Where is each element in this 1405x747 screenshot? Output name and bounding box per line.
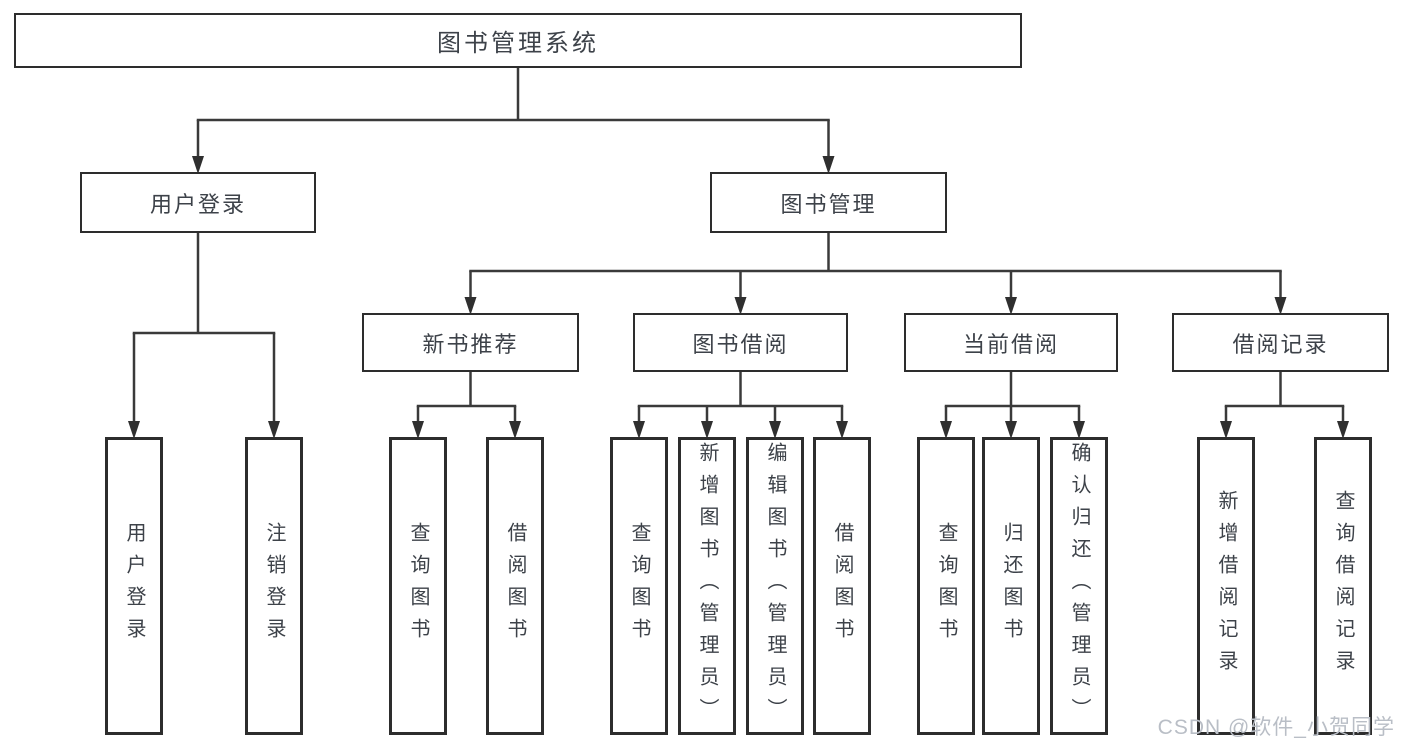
- node-book-borrow: 图书借阅: [633, 313, 848, 372]
- node-leaf-confirm-return: 确认归还（管理员）: [1050, 437, 1108, 735]
- node-label: 用户登录: [149, 191, 246, 217]
- node-label: 借阅图书: [831, 522, 853, 650]
- node-current-borrow: 当前借阅: [904, 313, 1118, 372]
- node-user-login: 用户登录: [80, 172, 316, 233]
- node-leaf-query-books-1: 查询图书: [389, 437, 447, 735]
- node-leaf-borrow-books-1: 借阅图书: [486, 437, 544, 735]
- node-label: 查询借阅记录: [1332, 490, 1354, 682]
- node-leaf-user-login: 用户登录: [105, 437, 163, 735]
- node-label: 归还图书: [1000, 522, 1022, 650]
- node-label: 图书管理: [780, 191, 877, 217]
- node-label: 借阅图书: [504, 522, 526, 650]
- node-label: 查询图书: [935, 522, 957, 650]
- node-label: 查询图书: [407, 522, 429, 650]
- node-leaf-add-books: 新增图书（管理员）: [678, 437, 736, 735]
- watermark: CSDN @软件_小贺同学: [1157, 716, 1395, 739]
- node-label: 用户登录: [123, 522, 145, 650]
- node-borrow-records: 借阅记录: [1172, 313, 1389, 372]
- node-label: 新增图书（管理员）: [696, 442, 718, 730]
- node-label: 查询图书: [628, 522, 650, 650]
- node-label: 确认归还（管理员）: [1068, 442, 1090, 730]
- node-leaf-borrow-books-2: 借阅图书: [813, 437, 871, 735]
- node-label: 图书借阅: [692, 331, 789, 357]
- node-leaf-logout: 注销登录: [245, 437, 303, 735]
- node-root: 图书管理系统: [14, 13, 1022, 68]
- node-label: 编辑图书（管理员）: [764, 442, 786, 730]
- node-label: 图书管理系统: [437, 30, 599, 57]
- node-label: 注销登录: [263, 522, 285, 650]
- node-leaf-query-borrow-record: 查询借阅记录: [1314, 437, 1372, 735]
- node-leaf-return-books: 归还图书: [982, 437, 1040, 735]
- node-leaf-query-books-2: 查询图书: [610, 437, 668, 735]
- node-leaf-edit-books: 编辑图书（管理员）: [746, 437, 804, 735]
- node-new-book-rec: 新书推荐: [362, 313, 579, 372]
- node-label: 新书推荐: [422, 331, 519, 357]
- node-label: 借阅记录: [1232, 331, 1329, 357]
- node-leaf-query-books-3: 查询图书: [917, 437, 975, 735]
- node-label: 新增借阅记录: [1215, 490, 1237, 682]
- node-label: 当前借阅: [962, 331, 1059, 357]
- node-leaf-add-borrow-record: 新增借阅记录: [1197, 437, 1255, 735]
- node-book-mgmt: 图书管理: [710, 172, 947, 233]
